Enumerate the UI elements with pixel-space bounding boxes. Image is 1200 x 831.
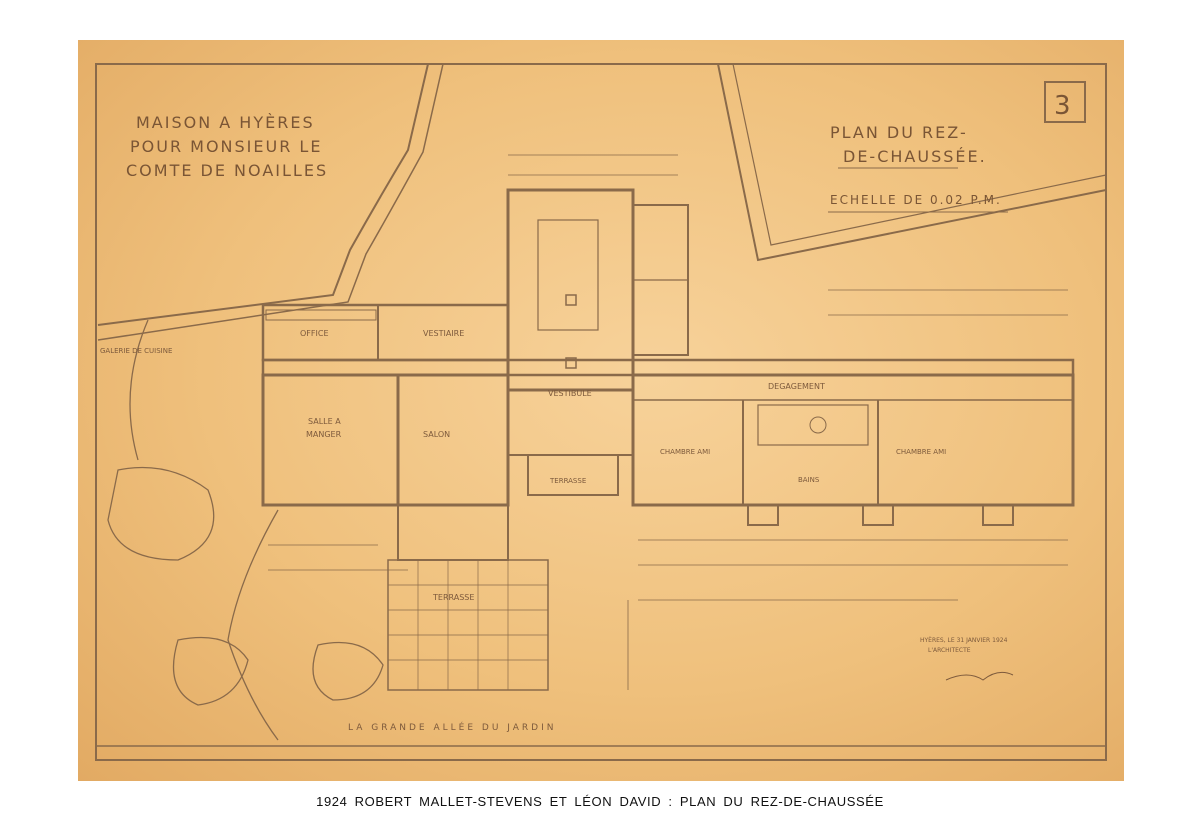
dining-room	[261, 373, 400, 507]
site-boundary	[717, 63, 1107, 262]
salon-room	[396, 373, 510, 507]
garden-wall	[97, 63, 429, 326]
terrace-grid	[387, 559, 549, 691]
signature-line-1: HYÈRES, LE 31 JANVIER 1924	[920, 636, 1008, 644]
label-terrasse-couverte: TERRASSE	[549, 477, 586, 485]
plan-title-1: PLAN DU REZ-	[830, 123, 968, 142]
label-salon: SALON	[423, 430, 450, 439]
label-degagement: DEGAGEMENT	[768, 382, 825, 391]
label-allee: LA GRANDE ALLÉE DU JARDIN	[348, 721, 557, 733]
label-chambre-2: CHAMBRE AMI	[896, 448, 946, 456]
garden-wall-inner	[97, 63, 444, 341]
scale-text: ECHELLE DE 0.02 P.M.	[830, 193, 1002, 207]
signature-line-2: L'ARCHITECTE	[928, 647, 971, 654]
label-galerie: GALERIE DE CUISINE	[100, 347, 172, 355]
site-boundary-inner	[732, 63, 1107, 246]
label-terrasse: TERRASSE	[432, 593, 474, 602]
floor-plan-drawing: MAISON A HYÈRES POUR MONSIEUR LE COMTE D…	[95, 63, 1107, 761]
label-office: OFFICE	[300, 329, 329, 338]
label-salle-1: SALLE A	[308, 417, 341, 426]
sheet-number-box	[1044, 81, 1086, 123]
plan-title-2: DE-CHAUSSÉE.	[843, 147, 987, 166]
label-salle-2: MANGER	[306, 430, 342, 439]
vestibule	[507, 389, 634, 456]
bath-fixtures	[757, 404, 869, 446]
sheet-border	[95, 63, 1107, 761]
image-caption: 1924 ROBERT MALLET-STEVENS ET LÉON DAVID…	[316, 794, 884, 809]
blueprint-sheet: MAISON A HYÈRES POUR MONSIEUR LE COMTE D…	[78, 40, 1124, 781]
bedroom-wing	[631, 373, 1075, 507]
label-vestibule: VESTIBULE	[548, 389, 592, 398]
label-bains: BAINS	[798, 476, 820, 484]
title-line-2: POUR MONSIEUR LE	[130, 137, 322, 156]
title-line-3: COMTE DE NOAILLES	[126, 161, 328, 180]
title-line-1: MAISON A HYÈRES	[136, 113, 315, 132]
terrace-grid-lines	[388, 560, 548, 690]
label-vestiaire: VESTIAIRE	[423, 329, 464, 338]
sheet-number: 3	[1054, 91, 1073, 121]
tower-stair	[537, 219, 599, 331]
label-chambre-1: CHAMBRE AMI	[660, 448, 710, 456]
main-corridor	[261, 358, 1075, 377]
pergola	[397, 504, 509, 561]
signature-mark	[945, 671, 1014, 681]
dimension-lines	[268, 154, 1068, 690]
garden-trees	[107, 319, 384, 741]
covered-terrace	[527, 454, 619, 496]
